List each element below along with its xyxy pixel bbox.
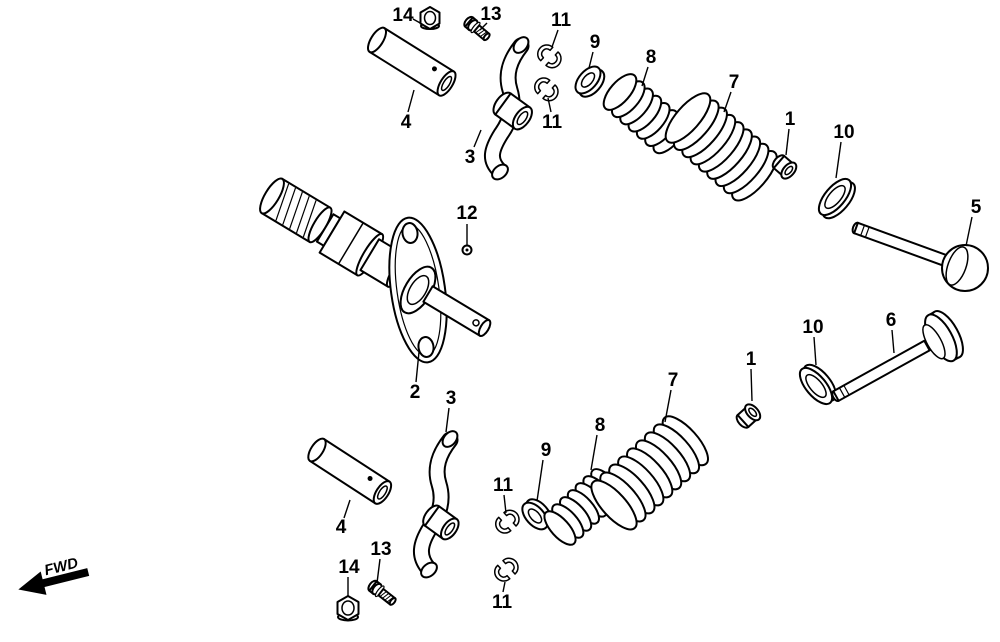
leader-3-top bbox=[473, 129, 482, 148]
part-label-13-top: 13 bbox=[480, 4, 501, 25]
part-label-11-top-lower: 11 bbox=[542, 112, 563, 133]
part-label-4-bottom: 4 bbox=[336, 517, 347, 538]
part-label-11-bottom-lower: 11 bbox=[492, 592, 513, 613]
dowel-pin bbox=[461, 244, 473, 256]
leader-11-bottom-upper bbox=[503, 494, 507, 514]
camshaft bbox=[259, 177, 492, 364]
part-label-14-bottom: 14 bbox=[338, 557, 360, 578]
leader-7-top bbox=[723, 91, 732, 113]
outer-valve-spring-top bbox=[664, 92, 778, 202]
part-label-12: 12 bbox=[456, 203, 477, 224]
part-label-7-bottom: 7 bbox=[668, 370, 679, 391]
part-label-13-bottom: 13 bbox=[370, 539, 391, 560]
part-label-8-bottom: 8 bbox=[595, 415, 606, 436]
leader-6 bbox=[891, 329, 895, 354]
leader-13-bottom bbox=[376, 558, 381, 584]
rocker-arm-bottom bbox=[413, 430, 460, 579]
spring-retainer-bottom bbox=[798, 363, 837, 406]
part-label-9-top: 9 bbox=[590, 32, 601, 53]
leader-10-top bbox=[835, 141, 842, 179]
rocker-shaft-top bbox=[367, 26, 457, 97]
leader-10-bottom bbox=[813, 336, 817, 366]
outer-valve-spring-bottom bbox=[590, 415, 709, 531]
leader-11-top-upper bbox=[551, 29, 559, 48]
valve-stem-seal-top bbox=[771, 154, 798, 180]
leader-7-bottom bbox=[664, 389, 672, 423]
leader-3-bottom bbox=[445, 407, 450, 433]
camshaft-flange bbox=[388, 216, 448, 364]
part-label-1-bottom: 1 bbox=[746, 349, 757, 370]
adjuster-screw-top bbox=[463, 15, 491, 42]
spring-retainer-top bbox=[817, 177, 856, 220]
fwd-arrow-head-icon bbox=[18, 571, 47, 595]
leader-1-top bbox=[785, 128, 790, 156]
leader-lines bbox=[343, 18, 973, 597]
leader-11-bottom-lower bbox=[502, 581, 506, 593]
leader-9-top bbox=[588, 51, 594, 69]
valve-keeper-bottom-upper bbox=[494, 509, 520, 534]
leader-14-top bbox=[412, 18, 423, 25]
valve-intake bbox=[851, 221, 989, 292]
leader-8-bottom bbox=[590, 434, 598, 471]
part-label-9-bottom: 9 bbox=[541, 440, 552, 461]
part-label-11-top-upper: 11 bbox=[551, 10, 572, 31]
leader-5 bbox=[965, 216, 973, 247]
part-label-10-top: 10 bbox=[833, 122, 854, 143]
lock-nut-bottom bbox=[336, 595, 360, 622]
leader-2 bbox=[415, 351, 420, 383]
leader-1-bottom bbox=[750, 368, 753, 402]
leader-4-bottom bbox=[343, 499, 351, 519]
part-label-2: 2 bbox=[410, 382, 421, 403]
spring-washer-top bbox=[574, 65, 606, 98]
part-label-5: 5 bbox=[971, 197, 982, 218]
leader-13-top bbox=[479, 22, 488, 31]
part-label-1-top: 1 bbox=[785, 109, 796, 130]
part-label-6: 6 bbox=[886, 310, 897, 331]
valve-keeper-top-upper bbox=[536, 44, 562, 69]
lock-nut-top bbox=[419, 6, 441, 30]
part-label-14-top: 14 bbox=[392, 5, 414, 26]
leader-9-bottom bbox=[536, 459, 544, 502]
part-label-10-bottom: 10 bbox=[802, 317, 823, 338]
part-labels: 14 13 11 9 8 7 1 10 5 4 3 11 12 2 3 4 14 13 11 11 9 8 7 1 10 6 bbox=[336, 4, 982, 613]
valve-exhaust bbox=[831, 310, 964, 403]
fwd-arrow: FWD bbox=[18, 554, 90, 595]
valve-keeper-bottom-lower bbox=[493, 557, 519, 582]
part-label-7-top: 7 bbox=[729, 72, 740, 93]
part-label-4-top: 4 bbox=[401, 112, 412, 133]
part-label-8-top: 8 bbox=[646, 47, 657, 68]
rocker-arm-top bbox=[484, 36, 533, 181]
leader-8-top bbox=[641, 66, 649, 87]
part-label-3-top: 3 bbox=[465, 147, 476, 168]
part-label-3-bottom: 3 bbox=[446, 388, 457, 409]
valve-keeper-top-lower bbox=[533, 77, 559, 102]
leader-11-top-lower bbox=[547, 97, 552, 113]
rocker-shaft-bottom bbox=[307, 437, 393, 505]
part-label-11-bottom-upper: 11 bbox=[493, 475, 514, 496]
camshaft-end-shaft bbox=[422, 285, 492, 337]
leader-4-top bbox=[407, 89, 415, 113]
adjuster-screw-bottom bbox=[367, 579, 397, 606]
valve-stem-seal-bottom bbox=[735, 403, 762, 429]
